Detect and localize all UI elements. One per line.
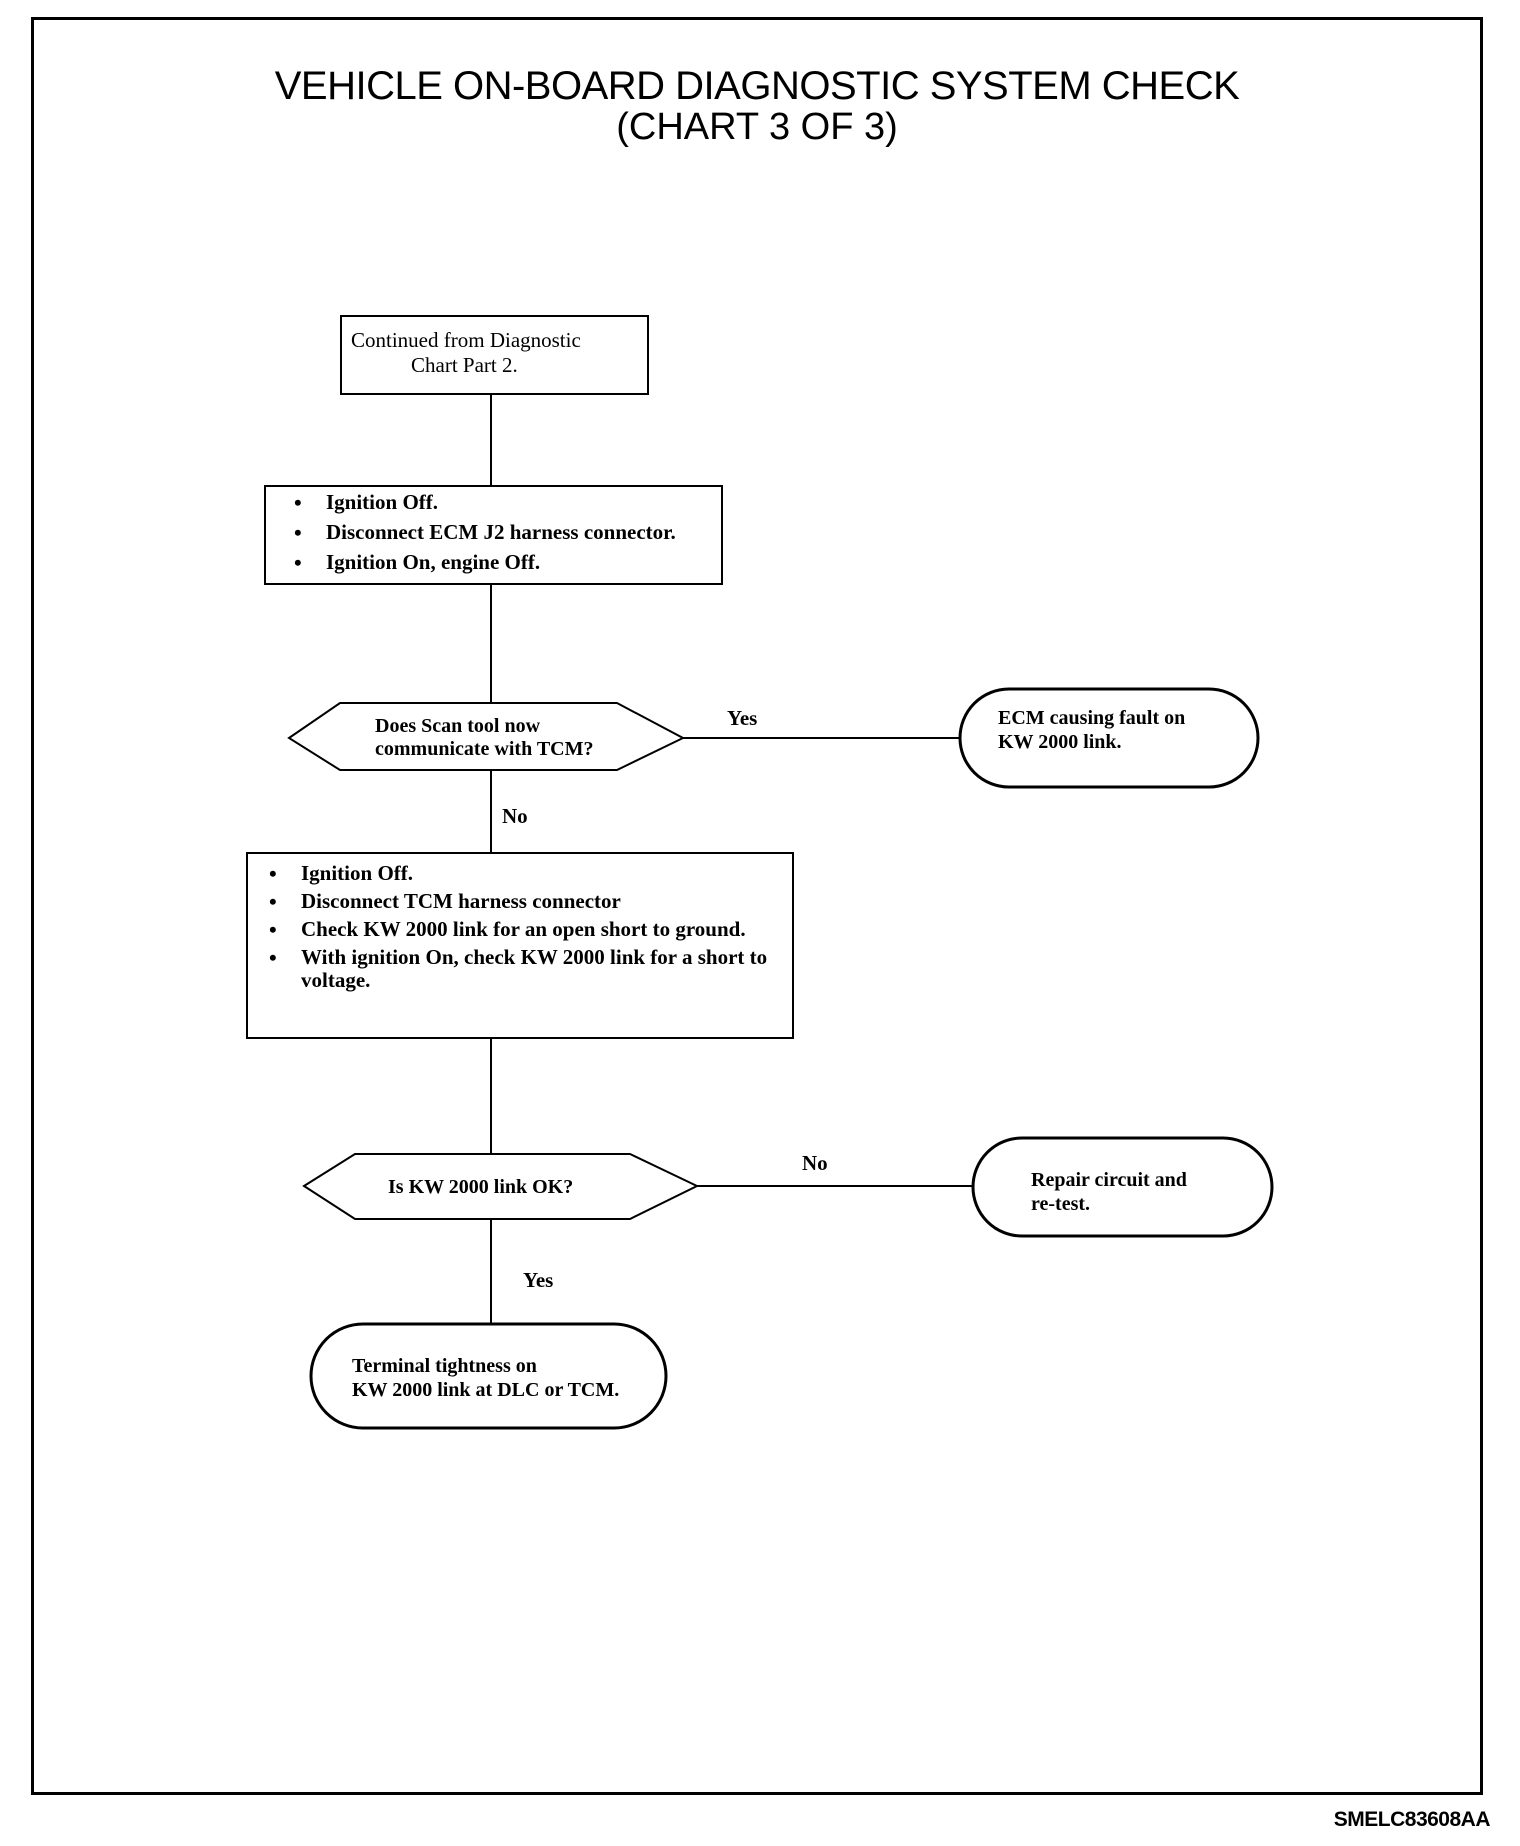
decision2-no-label: No bbox=[802, 1151, 828, 1175]
start-line1: Continued from Diagnostic bbox=[351, 328, 581, 352]
step2-box bbox=[246, 852, 794, 1039]
start-box-text: Continued from Diagnostic Chart Part 2. bbox=[351, 328, 641, 378]
page-frame bbox=[31, 17, 1483, 1795]
result1-line2: KW 2000 link. bbox=[998, 731, 1122, 753]
chart-subtitle: (CHART 3 OF 3) bbox=[616, 106, 898, 148]
result3-terminal bbox=[309, 1322, 668, 1430]
decision1-line2: communicate with TCM? bbox=[375, 738, 594, 760]
decision2-yes-label: Yes bbox=[523, 1268, 554, 1292]
step2-text: Ignition Off. Disconnect TCM harness con… bbox=[265, 862, 775, 997]
step1-item: Ignition On, engine Off. bbox=[290, 550, 710, 575]
decision1-no-label: No bbox=[502, 804, 528, 828]
decision2-text: Is KW 2000 link OK? bbox=[388, 1176, 574, 1198]
result3-line1: Terminal tightness on bbox=[352, 1355, 537, 1377]
decision1-line1: Does Scan tool now bbox=[375, 715, 541, 737]
result1-terminal bbox=[958, 687, 1260, 789]
decision1-text: Does Scan tool now communicate with TCM? bbox=[375, 715, 615, 761]
step2-item: With ignition On, check KW 2000 link for… bbox=[265, 946, 775, 992]
result2-line1: Repair circuit and bbox=[1031, 1169, 1187, 1191]
start-line2: Chart Part 2. bbox=[411, 353, 518, 377]
step1-item: Disconnect ECM J2 harness connector. bbox=[290, 520, 710, 545]
result2-terminal bbox=[971, 1136, 1274, 1238]
result3-text: Terminal tightness on KW 2000 link at DL… bbox=[352, 1354, 662, 1402]
step1-text: Ignition Off. Disconnect ECM J2 harness … bbox=[290, 490, 710, 580]
step1-box bbox=[264, 485, 723, 585]
result2-line2: re-test. bbox=[1031, 1193, 1091, 1215]
chart-title: VEHICLE ON-BOARD DIAGNOSTIC SYSTEM CHECK bbox=[274, 64, 1240, 108]
decision1-hexagon bbox=[287, 702, 686, 771]
result2-text: Repair circuit and re-test. bbox=[1031, 1168, 1251, 1216]
step2-item: Ignition Off. bbox=[265, 862, 775, 886]
decision2-hexagon bbox=[302, 1153, 700, 1220]
result1-text: ECM causing fault on KW 2000 link. bbox=[998, 706, 1238, 754]
result3-line2: KW 2000 link at DLC or TCM. bbox=[352, 1379, 620, 1401]
document-code: SMELC83608AA bbox=[1333, 1808, 1491, 1831]
step1-item: Ignition Off. bbox=[290, 490, 710, 515]
start-box bbox=[340, 315, 649, 395]
result1-line1: ECM causing fault on bbox=[998, 707, 1186, 729]
step2-item: Check KW 2000 link for an open short to … bbox=[265, 918, 775, 942]
step2-item: Disconnect TCM harness connector bbox=[265, 890, 775, 914]
decision1-yes-label: Yes bbox=[727, 706, 758, 730]
